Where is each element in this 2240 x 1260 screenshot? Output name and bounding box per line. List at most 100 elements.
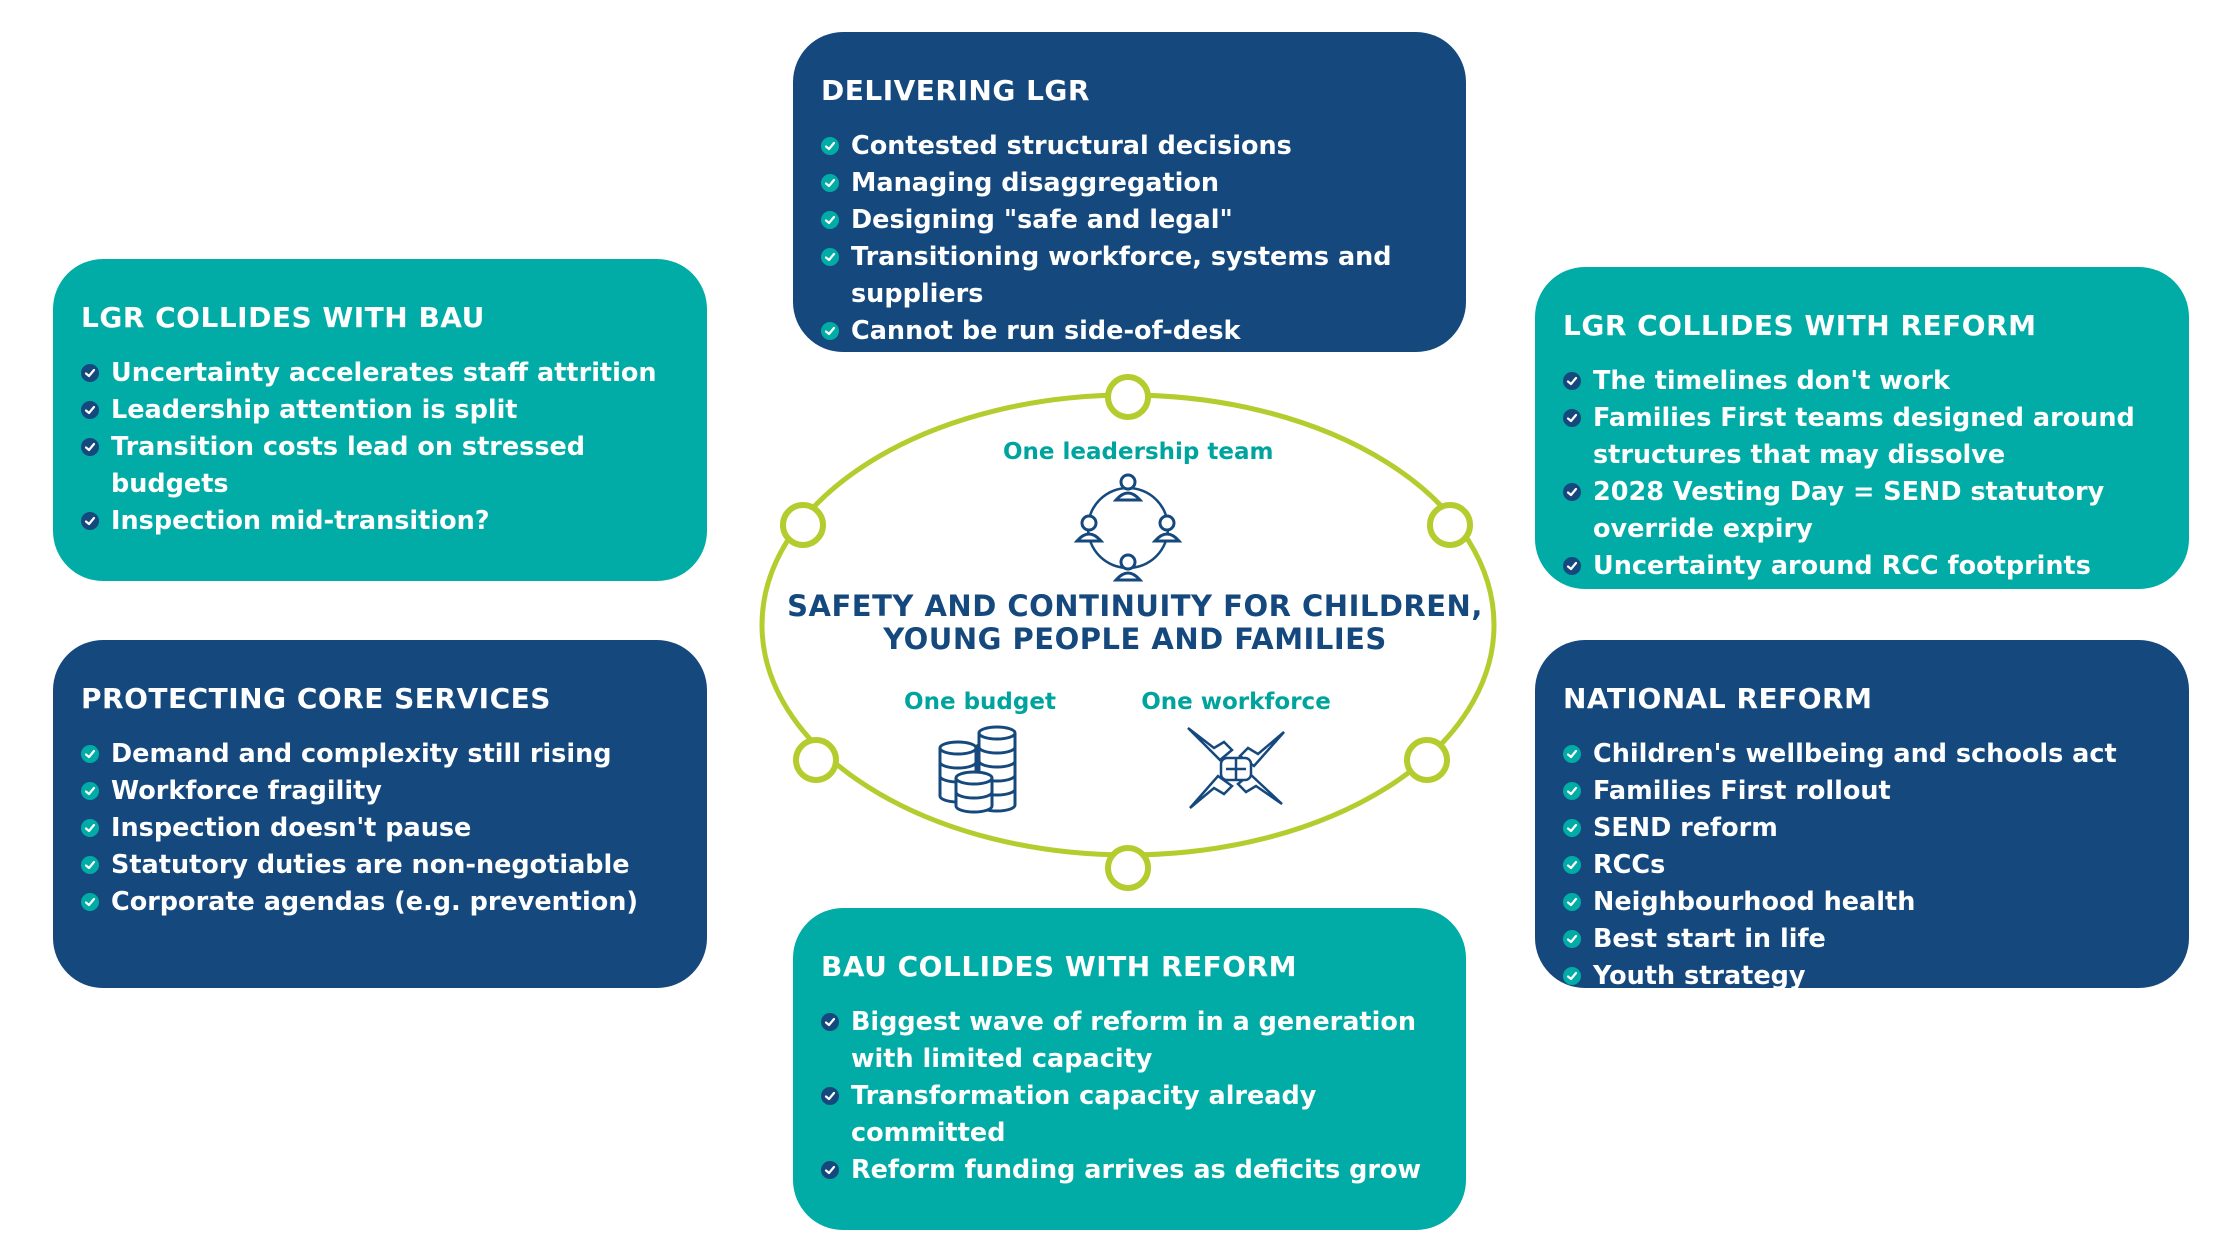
check-icon (81, 744, 99, 763)
check-icon (1563, 744, 1581, 763)
protecting-core-services-box: PROTECTING CORE SERVICES Demand and comp… (53, 640, 707, 988)
check-icon (1563, 408, 1581, 427)
list-item: Reform funding arrives as deficits grow (821, 1152, 1438, 1189)
list-item: Families First rollout (1563, 773, 2161, 810)
list-item-text: Families First rollout (1593, 775, 1891, 806)
list-item-text: Reform funding arrives as deficits grow (851, 1154, 1422, 1185)
check-icon (1563, 482, 1581, 501)
check-icon (1563, 892, 1581, 911)
list-item-text: Youth strategy (1593, 960, 1806, 991)
coin-stacks-icon (938, 725, 1017, 814)
list-item: Transition costs lead on stressed budget… (81, 429, 679, 503)
list-item-text: Neighbourhood health (1593, 886, 1916, 917)
check-icon (81, 437, 99, 456)
center-title-line-2: YOUNG PEOPLE AND FAMILIES (883, 622, 1387, 656)
check-icon (821, 210, 839, 229)
check-icon (821, 136, 839, 155)
check-icon (821, 1160, 839, 1179)
team-circle-icon (1073, 473, 1183, 582)
list-item-text: Demand and complexity still rising (111, 738, 612, 769)
one-budget-label: One budget (904, 689, 1056, 715)
check-icon (821, 1086, 839, 1105)
list-item-text: Best start in life (1593, 923, 1826, 954)
list-item-text: Inspection mid-transition? (111, 505, 490, 536)
list-item-text: Contested structural decisions (851, 130, 1292, 161)
box-title: LGR COLLIDES WITH BAU (81, 301, 485, 334)
check-icon (81, 818, 99, 837)
check-icon (821, 247, 839, 266)
list-item-text: Designing "safe and legal" (851, 204, 1233, 235)
list-item-text: Transitioning workforce, systems and sup… (851, 241, 1392, 309)
check-icon (81, 781, 99, 800)
list-item-text: Statutory duties are non-negotiable (111, 849, 630, 880)
list-item-text: Transition costs lead on stressed budget… (111, 431, 586, 499)
box-title: NATIONAL REFORM (1563, 682, 1873, 715)
list-item: Best start in life (1563, 921, 2161, 958)
list-item: 2028 Vesting Day = SEND statutory overri… (1563, 474, 2161, 548)
box-title: LGR COLLIDES WITH REFORM (1563, 309, 2037, 342)
list-item-text: SEND reform (1593, 812, 1778, 843)
lgr-collides-with-reform-box: LGR COLLIDES WITH REFORM The timelines d… (1535, 267, 2189, 589)
list-item-text: The timelines don't work (1593, 365, 1950, 396)
list-item: The timelines don't work (1563, 363, 2161, 400)
list-item: Cannot be run side-of-desk (821, 313, 1438, 350)
list-item: Contested structural decisions (821, 128, 1438, 165)
list-item: Transitioning workforce, systems and sup… (821, 239, 1438, 313)
ring-node-upper-right (1427, 502, 1473, 548)
check-icon (1563, 371, 1581, 390)
check-icon (81, 511, 99, 530)
check-icon (81, 855, 99, 874)
one-workforce-label: One workforce (1141, 689, 1331, 715)
ring-node-upper-left (780, 502, 826, 548)
list-item: Youth strategy (1563, 958, 2161, 995)
list-item: Leadership attention is split (81, 392, 679, 429)
check-icon (1563, 855, 1581, 874)
list-item: Demand and complexity still rising (81, 736, 679, 773)
list-item: Transformation capacity already committe… (821, 1078, 1438, 1152)
check-icon (81, 400, 99, 419)
list-item-text: Workforce fragility (111, 775, 382, 806)
box-title: BAU COLLIDES WITH REFORM (821, 950, 1297, 983)
check-icon (1563, 818, 1581, 837)
ring-node-lower-right (1404, 737, 1450, 783)
list-item: Neighbourhood health (1563, 884, 2161, 921)
one-leadership-team-label: One leadership team (1003, 439, 1274, 465)
list-item: Families First teams designed around str… (1563, 400, 2161, 474)
list-item: Biggest wave of reform in a generation w… (821, 1004, 1438, 1078)
bau-collides-with-reform-box: BAU COLLIDES WITH REFORM Biggest wave of… (793, 908, 1466, 1230)
list-item: Statutory duties are non-negotiable (81, 847, 679, 884)
box-title: PROTECTING CORE SERVICES (81, 682, 551, 715)
ring-node-bottom (1105, 845, 1151, 891)
list-item: SEND reform (1563, 810, 2161, 847)
center-title-line-1: SAFETY AND CONTINUITY FOR CHILDREN, (787, 589, 1483, 623)
list-item-text: Transformation capacity already committe… (851, 1080, 1317, 1148)
bullet-list: Biggest wave of reform in a generation w… (821, 1004, 1438, 1189)
check-icon (821, 321, 839, 340)
list-item-text: 2028 Vesting Day = SEND statutory overri… (1593, 476, 2105, 544)
ring-node-top (1105, 374, 1151, 420)
list-item-text: RCCs (1593, 849, 1666, 880)
list-item: Managing disaggregation (821, 165, 1438, 202)
list-item-text: Cannot be run side-of-desk (851, 315, 1241, 346)
national-reform-box: NATIONAL REFORM Children's wellbeing and… (1535, 640, 2189, 991)
list-item: Inspection mid-transition? (81, 503, 679, 540)
list-item-text: Uncertainty around RCC footprints (1593, 550, 2091, 581)
box-title: DELIVERING LGR (821, 74, 1090, 107)
list-item: Inspection doesn't pause (81, 810, 679, 847)
delivering-lgr-box: DELIVERING LGR Contested structural deci… (793, 32, 1466, 352)
list-item-text: Children's wellbeing and schools act (1593, 738, 2117, 769)
check-icon (81, 363, 99, 382)
ring-node-lower-left (793, 737, 839, 783)
list-item: Designing "safe and legal" (821, 202, 1438, 239)
list-item: RCCs (1563, 847, 2161, 884)
check-icon (1563, 781, 1581, 800)
list-item: Children's wellbeing and schools act (1563, 736, 2161, 773)
check-icon (1563, 556, 1581, 575)
list-item-text: Managing disaggregation (851, 167, 1220, 198)
list-item-text: Uncertainty accelerates staff attrition (111, 357, 657, 388)
